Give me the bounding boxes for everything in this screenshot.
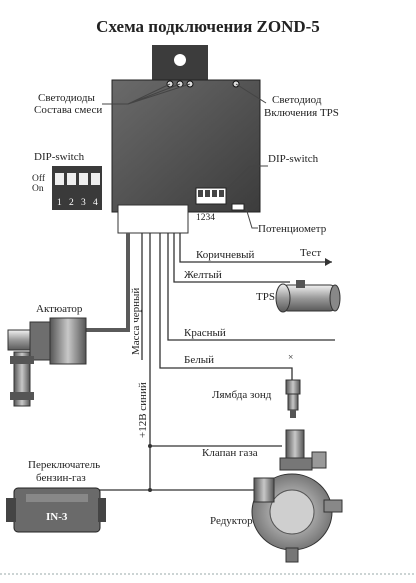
label-red: Красный: [184, 327, 226, 339]
dip-num-2: 2: [69, 198, 74, 208]
label-leds-mix-1: Светодиоды: [38, 92, 95, 104]
label-gas-valve: Клапан газа: [202, 447, 258, 459]
controller-unit: [111, 79, 261, 213]
dip-right-key-2: [205, 190, 210, 197]
switch-petrol-gas: [6, 487, 106, 533]
label-x-mark: ×: [288, 353, 293, 363]
label-dip-left: DIP-switch: [34, 151, 85, 163]
dip-right-key-1: [198, 190, 203, 197]
leader-led-tps: [235, 83, 267, 104]
mount-hole: [174, 54, 186, 66]
label-led-tps-2: Включения TPS: [264, 107, 339, 119]
label-tps: TPS: [256, 291, 275, 303]
label-yellow: Желтый: [184, 269, 222, 281]
actuator-cable: [86, 233, 130, 332]
tps-sensor: [275, 280, 341, 313]
wire-brown: [179, 233, 332, 263]
dip-key-1: [55, 173, 64, 185]
dip-switch-left-keys: [55, 173, 100, 185]
label-switch-1: Переключатель: [28, 459, 100, 471]
leader-potentiometer: [245, 207, 258, 229]
label-dip-right: DIP-switch: [268, 153, 319, 165]
label-white: Белый: [184, 354, 214, 366]
dip-key-2: [67, 173, 76, 185]
potentiometer-screw: [231, 203, 245, 211]
dip-key-3: [79, 173, 88, 185]
junction-dot-1: [148, 444, 152, 448]
label-test: Тест: [300, 247, 321, 259]
dip-right-numbers: 1234: [196, 213, 215, 223]
diagram-title: Схема подключения ZOND-5: [96, 17, 320, 36]
label-led-tps-1: Светодиод: [272, 94, 322, 106]
leader-leds: [102, 83, 191, 105]
label-ground: Масса черный: [130, 288, 142, 355]
wire-red: [167, 233, 335, 341]
reducer: [251, 473, 343, 563]
wire-connector: [117, 204, 189, 234]
gas-valve: [279, 429, 327, 471]
dip-num-4: 4: [93, 198, 98, 208]
actuator: [7, 317, 87, 407]
leader-dip-right: [223, 165, 268, 193]
dip-switch-right: [195, 187, 227, 205]
test-arrow: [325, 258, 332, 266]
dip-right-key-3: [212, 190, 217, 197]
wire-yellow: [173, 233, 290, 283]
dip-right-key-4: [219, 190, 224, 197]
label-brown: Коричневый: [196, 249, 255, 261]
label-leds-mix-2: Состава смеси: [34, 104, 102, 116]
label-lambda: Лямбда зонд: [212, 389, 272, 401]
label-potentiometer: Потенциометр: [258, 223, 327, 235]
label-on: On: [32, 184, 44, 194]
label-actuator: Актюатор: [36, 303, 83, 315]
junction-dot-2: [148, 488, 152, 492]
lambda-sensor: [285, 379, 301, 418]
dip-key-4: [91, 173, 100, 185]
dip-num-1: 1: [57, 198, 62, 208]
label-switch-model: IN-3: [46, 511, 68, 523]
wire-white: [159, 233, 293, 380]
dip-num-3: 3: [81, 198, 86, 208]
label-off: Off: [32, 173, 46, 184]
label-switch-2: бензин-газ: [36, 472, 86, 484]
label-plus12: +12В синий: [137, 382, 149, 438]
label-reducer: Редуктор: [210, 515, 253, 527]
